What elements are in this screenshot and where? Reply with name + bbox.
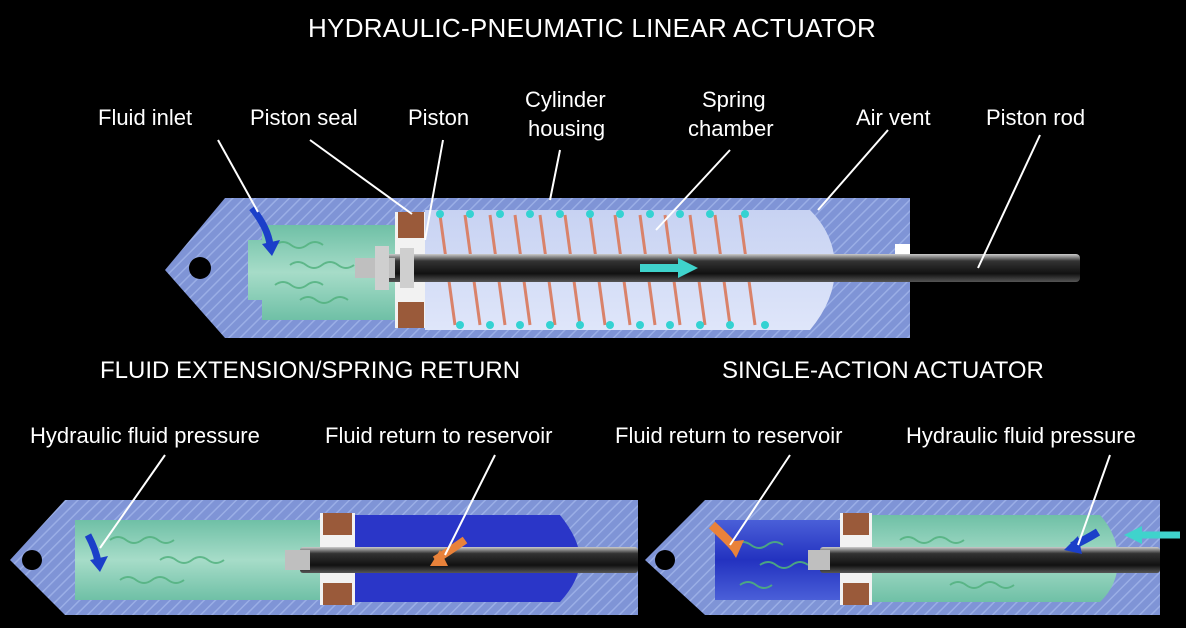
label-right-return: Fluid return to reservoir xyxy=(615,423,843,448)
label-air-vent: Air vent xyxy=(856,105,931,130)
extension-actuator xyxy=(10,454,638,615)
piston-rod-left xyxy=(300,547,638,573)
piston-rod xyxy=(380,254,1080,282)
label-piston: Piston xyxy=(408,105,470,130)
label-cylinder-housing-line1: Cylinder xyxy=(525,87,606,112)
air-vent xyxy=(895,244,910,254)
fluid-inlet-arrow xyxy=(249,205,274,246)
label-spring-chamber-line1: Spring xyxy=(702,87,766,112)
piston-seal xyxy=(398,212,424,238)
left-panel-title: FLUID EXTENSION/SPRING RETURN xyxy=(100,357,521,384)
label-spring-chamber-line2: chamber xyxy=(688,116,774,141)
label-fluid-inlet: Fluid inlet xyxy=(98,105,193,130)
label-left-return: Fluid return to reservoir xyxy=(325,423,553,448)
piston-rod-right xyxy=(820,547,1160,573)
spring-dots xyxy=(436,210,769,329)
diagram-title: HYDRAULIC-PNEUMATIC LINEAR ACTUATOR xyxy=(308,13,877,43)
single-action-actuator xyxy=(645,454,1180,615)
fluid-chamber xyxy=(248,225,395,320)
label-right-pressure: Hydraulic fluid pressure xyxy=(906,423,1136,448)
label-cylinder-housing-line2: housing xyxy=(528,116,606,141)
main-actuator xyxy=(165,129,1080,338)
label-left-pressure: Hydraulic fluid pressure xyxy=(30,423,260,448)
label-piston-seal: Piston seal xyxy=(250,105,358,130)
mounting-eye xyxy=(189,257,211,279)
label-piston-rod: Piston rod xyxy=(986,105,1086,130)
right-panel-title: SINGLE-ACTION ACTUATOR xyxy=(722,357,1044,384)
